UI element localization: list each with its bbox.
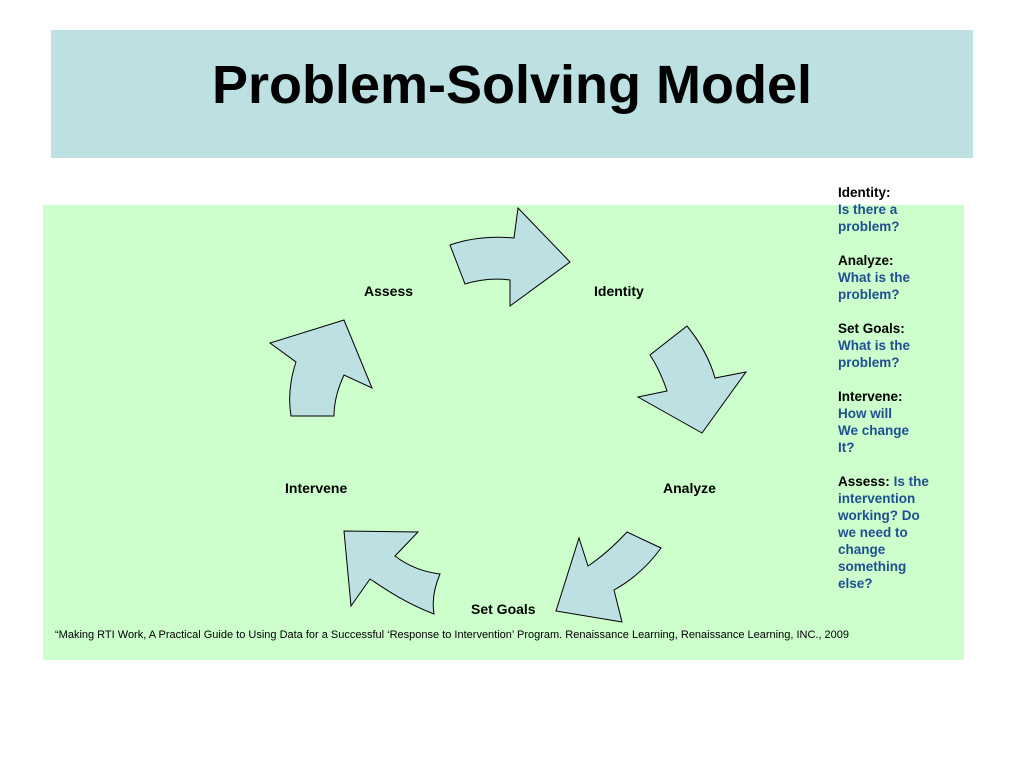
definition-assess: Assess: Is the intervention working? Do … [838, 473, 930, 592]
citation: “Making RTI Work, A Practical Guide to U… [55, 629, 850, 641]
cycle-arrow-setgoals-to-intervene [343, 530, 441, 615]
cycle-arrow-identity-to-analyze [636, 325, 748, 434]
definition-analyze: Analyze: What is the problem? [838, 252, 930, 303]
step-label-identity: Identity [594, 283, 644, 299]
step-label-set-goals: Set Goals [471, 601, 536, 617]
step-label-analyze: Analyze [663, 480, 716, 496]
step-label-intervene: Intervene [285, 480, 348, 496]
definition-question: We change [838, 423, 910, 438]
definition-term: Identity: [838, 185, 891, 200]
definition-intervene: Intervene: How will We change It? [838, 388, 930, 456]
definition-question: How will [838, 406, 892, 421]
cycle-arrow-analyze-to-setgoals [555, 531, 662, 623]
content-band [43, 205, 964, 660]
cycle-arrow-assess-to-identity [449, 206, 571, 307]
definition-question: What is the problem? [838, 270, 911, 302]
cycle-arrow-intervene-to-assess [268, 319, 373, 417]
step-label-assess: Assess [364, 283, 414, 299]
step-definitions: Identity: Is there a problem? Analyze: W… [838, 184, 930, 609]
definition-question: Is there a problem? [838, 202, 900, 234]
page-title: Problem-Solving Model [211, 55, 813, 115]
definition-term: Set Goals: [838, 321, 905, 336]
definition-question: It? [838, 440, 855, 455]
title-band: Problem-Solving Model [51, 30, 973, 158]
definition-term: Analyze: [838, 253, 894, 268]
definition-question: Is the intervention working? Do we need … [838, 474, 929, 591]
definition-term: Assess: [838, 474, 890, 489]
definition-set-goals: Set Goals: What is the problem? [838, 320, 930, 371]
definition-identity: Identity: Is there a problem? [838, 184, 930, 235]
definition-term: Intervene: [838, 389, 903, 404]
definition-question: What is the problem? [838, 338, 911, 370]
